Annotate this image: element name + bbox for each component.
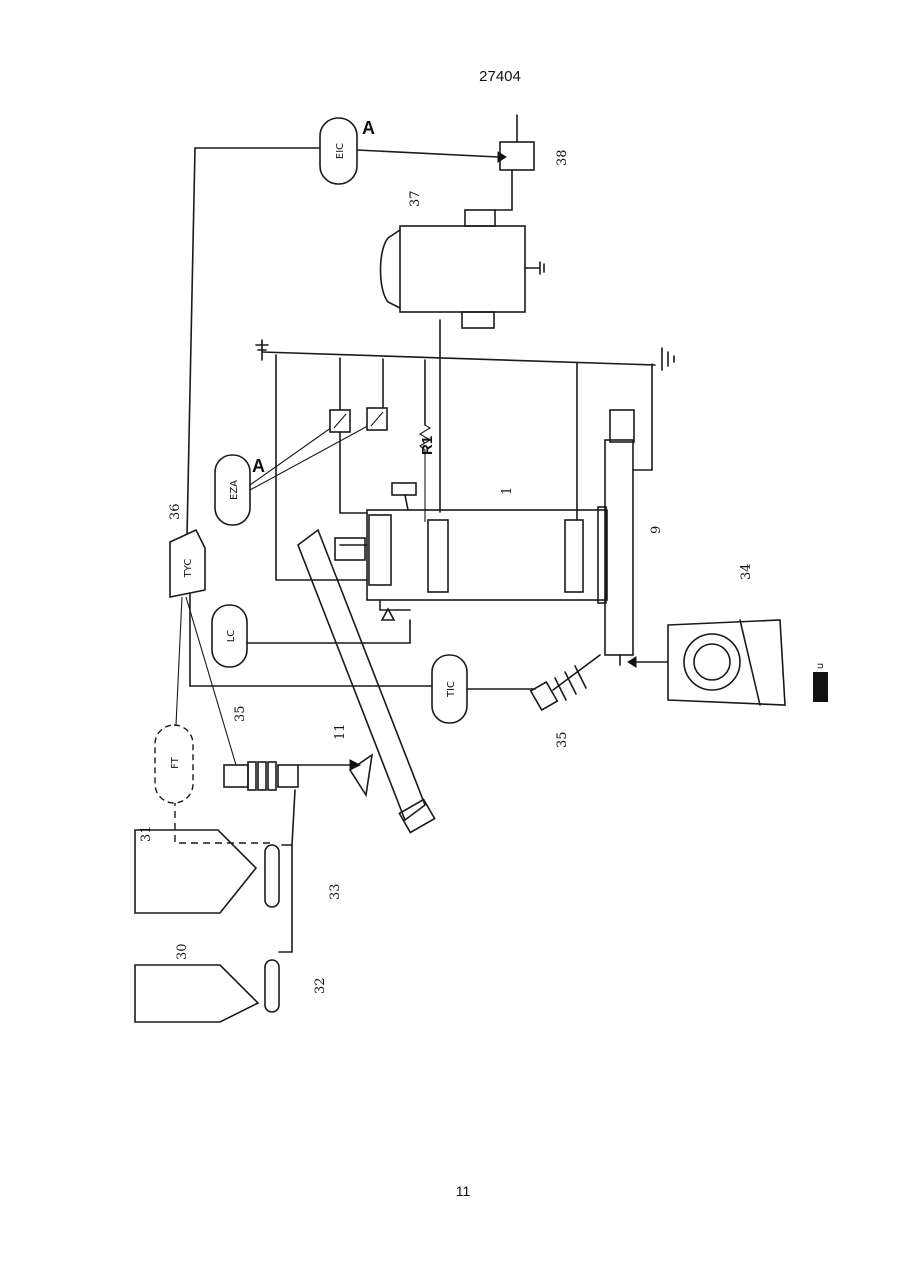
- ft-to-tyc-line: [176, 597, 182, 725]
- feed-line-hoppers: [279, 845, 292, 952]
- page-number-bottom: 11: [433, 1183, 493, 1199]
- label-34: 34: [739, 563, 754, 580]
- label-9: 9: [649, 526, 664, 534]
- ground-symbol-right: [662, 348, 674, 370]
- bus-drop-2: [340, 358, 367, 513]
- lc-controller: LC: [212, 605, 247, 667]
- arrow-a-left: A: [252, 456, 265, 476]
- arrow-a-top: A: [362, 118, 375, 138]
- conveyor-33: [265, 845, 279, 907]
- device-38: [498, 115, 534, 170]
- ground-bus-line: [262, 352, 655, 365]
- label-35-right: 35: [555, 731, 570, 748]
- label-36: 36: [168, 503, 183, 520]
- eza-controller: EZA: [215, 455, 250, 525]
- ground-symbol-left: [256, 340, 268, 360]
- cyclone-34: [628, 620, 785, 705]
- label-33: 33: [328, 883, 343, 900]
- side-mark-u: u: [815, 663, 826, 669]
- reactor-1: [367, 507, 607, 603]
- label-37: 37: [408, 190, 423, 207]
- lc-label: LC: [226, 630, 237, 643]
- label-11: 11: [333, 723, 348, 740]
- reactor-inlet-coupling: [335, 538, 365, 560]
- bus-drop-9: [633, 364, 652, 470]
- label-38: 38: [555, 149, 570, 166]
- label-1: 1: [500, 487, 515, 495]
- gen-to-38: [495, 170, 512, 210]
- label-30: 30: [175, 943, 190, 960]
- screw-feeder-35-left: [224, 762, 298, 790]
- side-mark-block: [813, 672, 828, 702]
- ft-label: FT: [170, 756, 181, 769]
- bus-drop-left: [276, 355, 367, 580]
- eic-to-38: [357, 150, 498, 157]
- pipe-9: [605, 410, 634, 665]
- eza-signal-lines: [250, 422, 375, 490]
- label-31: 31: [139, 825, 154, 842]
- conveyor-32: [265, 960, 279, 1012]
- label-r1: R1: [419, 436, 436, 455]
- eic-controller: EIC: [320, 118, 357, 184]
- main-vertical-line: [187, 148, 195, 536]
- eza-label: EZA: [229, 480, 240, 500]
- tic-label: TIC: [446, 681, 457, 698]
- ft-controller: FT: [155, 725, 193, 803]
- label-32: 32: [313, 977, 328, 994]
- hopper-30: [135, 965, 258, 1022]
- tyc-controller: TYC: [170, 530, 205, 597]
- feed-line-up: [292, 790, 295, 845]
- eic-label: EIC: [335, 143, 346, 159]
- tic-controller: TIC: [432, 655, 467, 723]
- ft-signal-line: [175, 800, 270, 843]
- screw-feeder-35-right: [531, 655, 600, 710]
- label-35-left: 35: [233, 705, 248, 722]
- generator-37: [381, 210, 545, 328]
- tyc-label: TYC: [183, 559, 194, 579]
